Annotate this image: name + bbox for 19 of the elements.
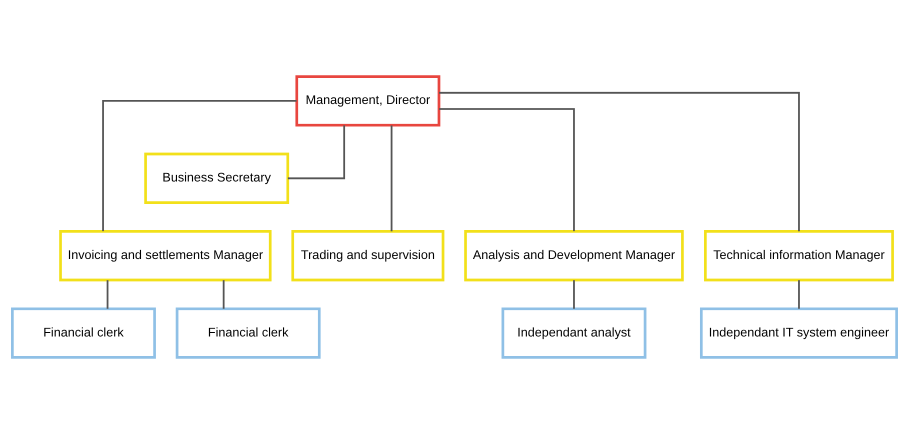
connector (439, 91, 800, 231)
connector (573, 280, 575, 308)
node-box: Technical information Manager (704, 230, 894, 281)
node-box: Invoicing and settlements Manager (59, 230, 272, 281)
node-box: Analysis and Development Manager (464, 230, 684, 281)
node-box: Financial clerk (176, 306, 321, 358)
node-box: Business Secretary (144, 152, 290, 204)
connector (222, 280, 225, 308)
node-box: Financial clerk (11, 306, 156, 358)
connector (106, 280, 108, 308)
node-box: Independant IT system engineer (700, 306, 898, 358)
node-box: Management, Director (295, 74, 440, 126)
connector (390, 124, 392, 231)
connector (288, 124, 346, 179)
connector (439, 108, 575, 231)
connector (102, 100, 297, 231)
node-box: Independant analyst (502, 306, 646, 358)
connector (798, 280, 800, 308)
node-box: Trading and supervision (291, 230, 444, 281)
